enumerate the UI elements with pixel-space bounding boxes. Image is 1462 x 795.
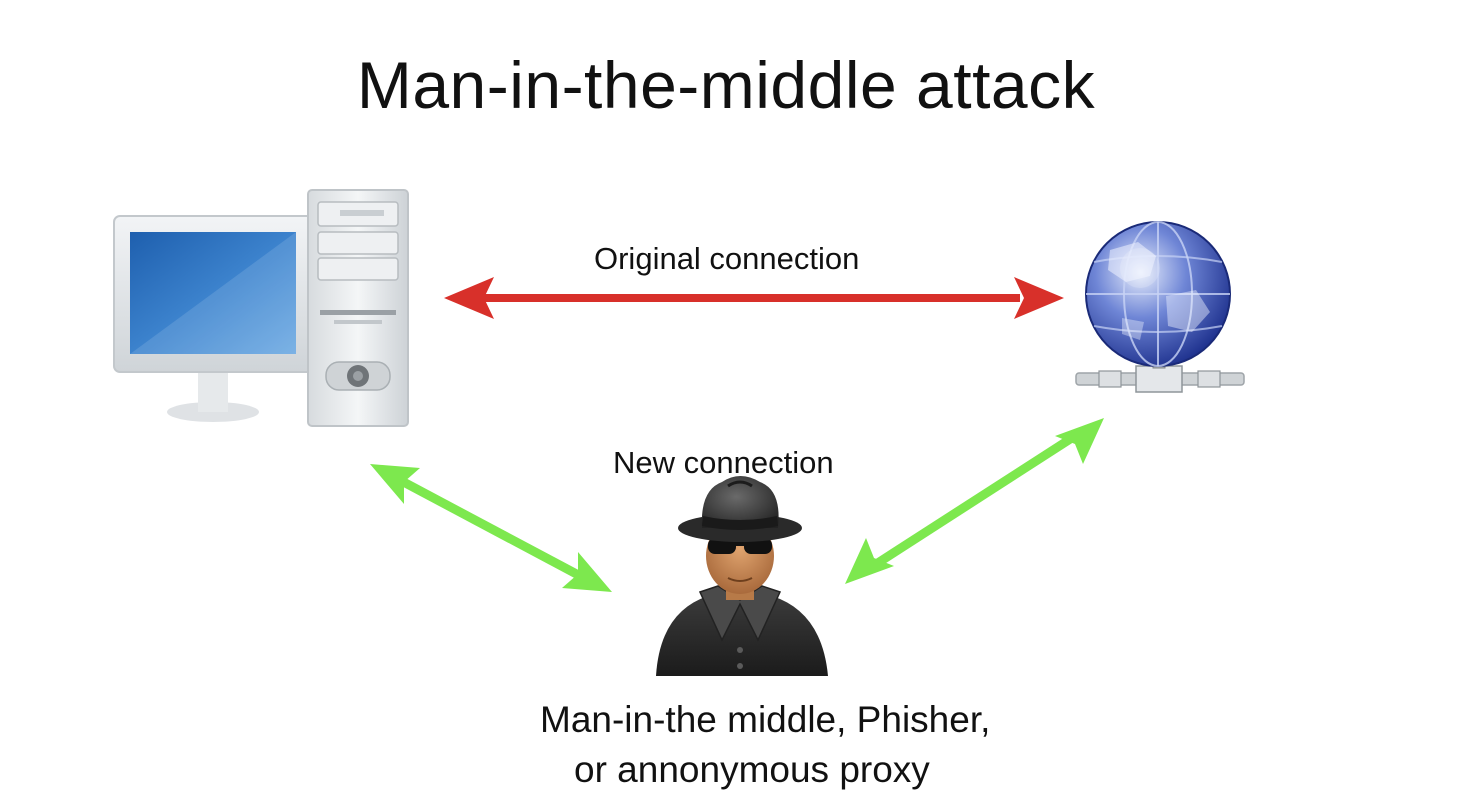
attacker-caption-line2: or annonymous proxy [574,749,930,790]
network-globe-icon [1075,221,1245,393]
new-connection-arrow-right [845,418,1104,584]
original-connection-label: Original connection [594,241,860,276]
new-connection-label: New connection [613,445,834,480]
attacker-caption: Man-in-the middle, Phisher, or annonymou… [520,695,1060,795]
new-connection-arrow-left [370,464,612,592]
attacker-caption-line1: Man-in-the middle, Phisher, [540,699,991,740]
hacker-icon [656,476,828,676]
original-connection-arrow [444,277,1064,319]
diagram-title: Man-in-the-middle attack [356,48,1096,122]
computer-icon [113,189,409,427]
